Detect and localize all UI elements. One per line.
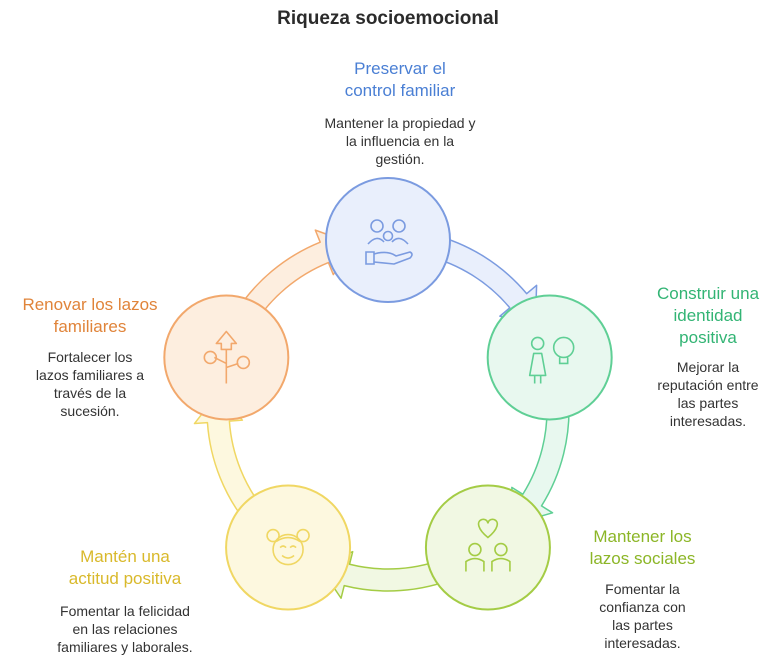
stage-title-identity: Construir una identidad positiva [640, 283, 776, 349]
stage-desc-control: Mantener la propiedad y la influencia en… [285, 114, 515, 168]
stage-desc-line: través de la [53, 385, 127, 401]
stage-title-line: Construir una [656, 284, 760, 303]
stage-desc-identity: Mejorar la reputación entre las partes i… [640, 358, 776, 430]
stage-desc-line: la influencia en la [345, 133, 455, 149]
stage-title-line: control familiar [344, 81, 456, 100]
stage-desc-line: las partes [612, 617, 673, 633]
stage-desc-line: gestión. [375, 151, 425, 167]
stage-title-control: Preservar el control familiar [300, 58, 500, 102]
stage-desc-line: reputación entre [657, 377, 759, 393]
stage-desc-line: Mantener la propiedad y [324, 115, 476, 131]
stage-node-control [325, 177, 451, 303]
stage-title-line: actitud positiva [68, 569, 182, 588]
stage-title-line: Renovar los lazos [22, 295, 158, 314]
diagram-title: Riqueza socioemocional [277, 8, 499, 29]
person-idea-icon [528, 336, 575, 384]
stage-desc-line: en las relaciones [72, 621, 178, 637]
stage-desc-line: confianza con [599, 599, 686, 615]
couple-heart-icon [465, 518, 511, 572]
stage-node-renew [163, 294, 290, 421]
stage-desc-renew: Fortalecer los lazos familiares a través… [10, 348, 170, 420]
stage-circle-attitude [225, 484, 352, 611]
stage-desc-line: Mejorar la [676, 359, 740, 375]
stage-desc-line: sucesión. [60, 403, 120, 419]
stage-desc-line: lazos familiares a [35, 367, 145, 383]
stage-desc-line: interesadas. [669, 413, 747, 429]
stage-title-attitude: Mantén una actitud positiva [40, 546, 210, 590]
stage-desc-line: Fortalecer los [47, 349, 133, 365]
stage-title-line: lazos sociales [589, 549, 696, 568]
stage-desc-attitude: Fomentar la felicidad en las relaciones … [25, 602, 225, 656]
stage-desc-line: interesadas. [604, 635, 681, 651]
stage-title-line: Mantén una [80, 547, 170, 566]
stage-node-identity [486, 294, 613, 421]
stage-node-social [424, 484, 551, 611]
family-tree-icon [203, 330, 251, 384]
stage-desc-line: familiares y laborales. [57, 639, 193, 655]
stage-title-line: identidad [673, 306, 743, 325]
stage-desc-line: las partes [677, 395, 739, 411]
family-hand-icon [365, 219, 413, 265]
stage-node-attitude [225, 484, 352, 611]
stage-title-line: Mantener los [593, 527, 692, 546]
stage-title-line: familiares [53, 317, 127, 336]
happy-girl-icon [266, 528, 310, 566]
stage-circle-social [424, 484, 551, 611]
stage-desc-line: Fomentar la [605, 581, 680, 597]
stage-title-line: Preservar el [354, 59, 446, 78]
stage-title-social: Mantener los lazos sociales [570, 526, 715, 570]
stage-title-renew: Renovar los lazos familiares [5, 294, 175, 338]
stage-desc-social: Fomentar la confianza con las partes int… [570, 580, 715, 652]
stage-circle-identity [486, 294, 613, 421]
stage-title-line: positiva [679, 328, 737, 347]
stage-desc-line: Fomentar la felicidad [60, 603, 190, 619]
